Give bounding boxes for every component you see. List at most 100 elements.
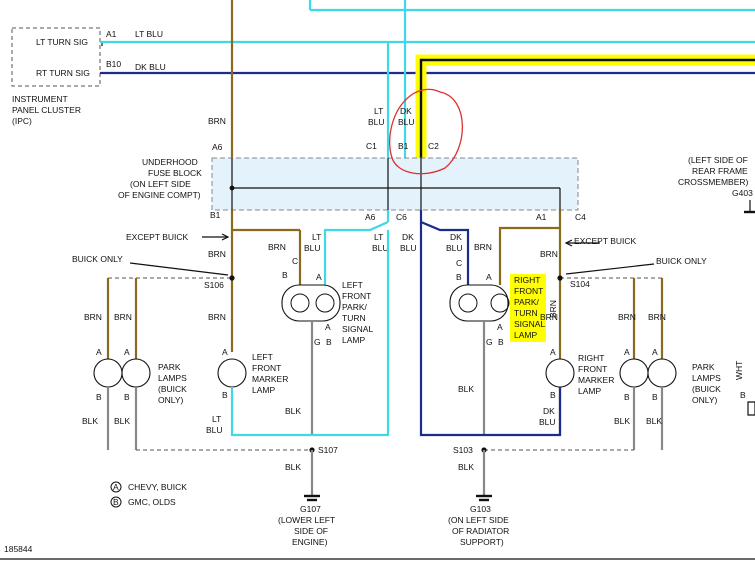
pin-lpark-a1: A	[96, 347, 102, 357]
wire-blu-l3: BLU	[206, 425, 223, 435]
wire-brn-l3: BRN	[208, 312, 226, 322]
pin-rturn-c: C	[456, 258, 462, 268]
ipc-pin-a1: A1	[106, 29, 117, 39]
right-marker-lamp-4: LAMP	[578, 386, 601, 396]
pin-rturn-g: G	[486, 337, 493, 347]
wire-brn-rp2: BRN	[648, 312, 666, 322]
splice-s103: S103	[453, 445, 473, 455]
legend-b-text: GMC, OLDS	[128, 497, 176, 507]
ipc-wire-dk-blu: DK BLU	[135, 62, 166, 72]
g107-2: (LOWER LEFT	[278, 515, 335, 525]
pin-c1: C1	[366, 141, 377, 151]
fuse-block-line3: (ON LEFT SIDE	[130, 179, 191, 189]
pin-c4: C4	[575, 212, 586, 222]
pin-c6: C6	[396, 212, 407, 222]
right-park-lamp-a	[619, 358, 649, 388]
wire-brn-lp2: BRN	[114, 312, 132, 322]
pin-lturn-g: G	[314, 337, 321, 347]
wire-dk-r2: DK	[402, 232, 414, 242]
left-marker-lamp-4: LAMP	[252, 385, 275, 395]
right-turn-lamp-highlight	[510, 274, 546, 342]
left-turn-lamp-5: SIGNAL	[342, 324, 373, 334]
pin-lturn-b2: B	[326, 337, 332, 347]
right-except-buick: EXCEPT BUICK	[574, 236, 637, 246]
wire-brn-lp1: BRN	[84, 312, 102, 322]
fuse-block-line1: UNDERHOOD	[142, 157, 198, 167]
left-park-lamp-b	[121, 358, 151, 388]
g403-1: (LEFT SIDE OF	[688, 155, 748, 165]
pin-rpark-a1: A	[624, 347, 630, 357]
left-turn-lamp-3: PARK/	[342, 302, 368, 312]
left-turn-lamp-1: LEFT	[342, 280, 363, 290]
wire-blu-r3: BLU	[539, 417, 556, 427]
red-annotation-circle	[389, 88, 463, 175]
wire-blk-lp1: BLK	[82, 416, 98, 426]
pin-b1-top: B1	[398, 141, 409, 151]
g403-4: G403	[732, 188, 753, 198]
right-buick-only: BUICK ONLY	[656, 256, 707, 266]
right-marker-lamp-2: FRONT	[578, 364, 607, 374]
ipc-pin-b10: B10	[106, 59, 121, 69]
g103-2: (ON LEFT SIDE	[448, 515, 509, 525]
ipc-name-2: PANEL CLUSTER	[12, 105, 81, 115]
wire-dk-r3: DK	[543, 406, 555, 416]
pin-lpark-a2: A	[124, 347, 130, 357]
g103-1: G103	[470, 504, 491, 514]
right-marker-lamp-1: RIGHT	[578, 353, 604, 363]
wire-blu-l2: BLU	[372, 243, 389, 253]
wire-lt-l3: LT	[212, 414, 221, 424]
legend-a-text: CHEVY, BUICK	[128, 482, 187, 492]
pin-b1-bottom: B1	[210, 210, 221, 220]
wire-brn-l2: BRN	[208, 249, 226, 259]
pin-a6-bottom: A6	[365, 212, 376, 222]
right-park-2: LAMPS	[692, 373, 721, 383]
pin-lturn-a2: A	[325, 322, 331, 332]
right-turn-lamp-6: LAMP	[514, 330, 537, 340]
left-marker-lamp-3: MARKER	[252, 374, 288, 384]
pin-a1: A1	[536, 212, 547, 222]
wire-lt-top: LT	[374, 106, 383, 116]
wire-brn-r2: BRN	[540, 249, 558, 259]
figure-number: 185844	[4, 544, 33, 554]
right-turn-lamp-4: TURN	[514, 308, 538, 318]
right-marker-lamp	[545, 358, 575, 388]
wire-blk-lp2: BLK	[114, 416, 130, 426]
wire-blk-l1: BLK	[285, 406, 301, 416]
right-turn-lamp-2: FRONT	[514, 286, 543, 296]
wire-blk-rp1: BLK	[614, 416, 630, 426]
wire-blk-rp2: BLK	[646, 416, 662, 426]
right-turn-lamp-1: RIGHT	[514, 275, 540, 285]
right-splice-s104: S104	[570, 279, 590, 289]
wire-blu-r2: BLU	[400, 243, 417, 253]
left-buick-only: BUICK ONLY	[72, 254, 123, 264]
legend-b-symbol: B	[113, 497, 119, 507]
wire-wht: WHT	[734, 361, 744, 380]
pin-lpark-b2: B	[124, 392, 130, 402]
pin-lmarker-b: B	[222, 390, 228, 400]
legend-a-symbol: A	[113, 482, 119, 492]
wire-brn-r3: BRN	[540, 312, 558, 322]
pin-rturn-b2: B	[498, 337, 504, 347]
right-park-1: PARK	[692, 362, 715, 372]
g107-4: ENGINE)	[292, 537, 328, 547]
left-marker-lamp	[217, 358, 247, 388]
fuse-block-box	[211, 157, 579, 211]
pin-rturn-a: A	[486, 272, 492, 282]
pin-rturn-a2: A	[497, 322, 503, 332]
wire-blu-r: BLU	[446, 243, 463, 253]
g103-4: SUPPORT)	[460, 537, 504, 547]
wire-brn-r1: BRN	[474, 242, 492, 252]
pin-lturn-b: B	[282, 270, 288, 280]
wire-lt-l2: LT	[374, 232, 383, 242]
ipc-name-3: (IPC)	[12, 116, 32, 126]
wire-blu-top: BLU	[368, 117, 385, 127]
ipc-lt-turn-label: LT TURN SIG	[36, 37, 88, 47]
g107-1: G107	[300, 504, 321, 514]
left-turn-lamp-6: LAMP	[342, 335, 365, 345]
wire-blk-s103: BLK	[458, 462, 474, 472]
right-turn-lamp	[449, 284, 509, 322]
fuse-block-line2: FUSE BLOCK	[148, 168, 202, 178]
ipc-name-1: INSTRUMENT	[12, 94, 68, 104]
wire-blk-s107: BLK	[285, 462, 301, 472]
